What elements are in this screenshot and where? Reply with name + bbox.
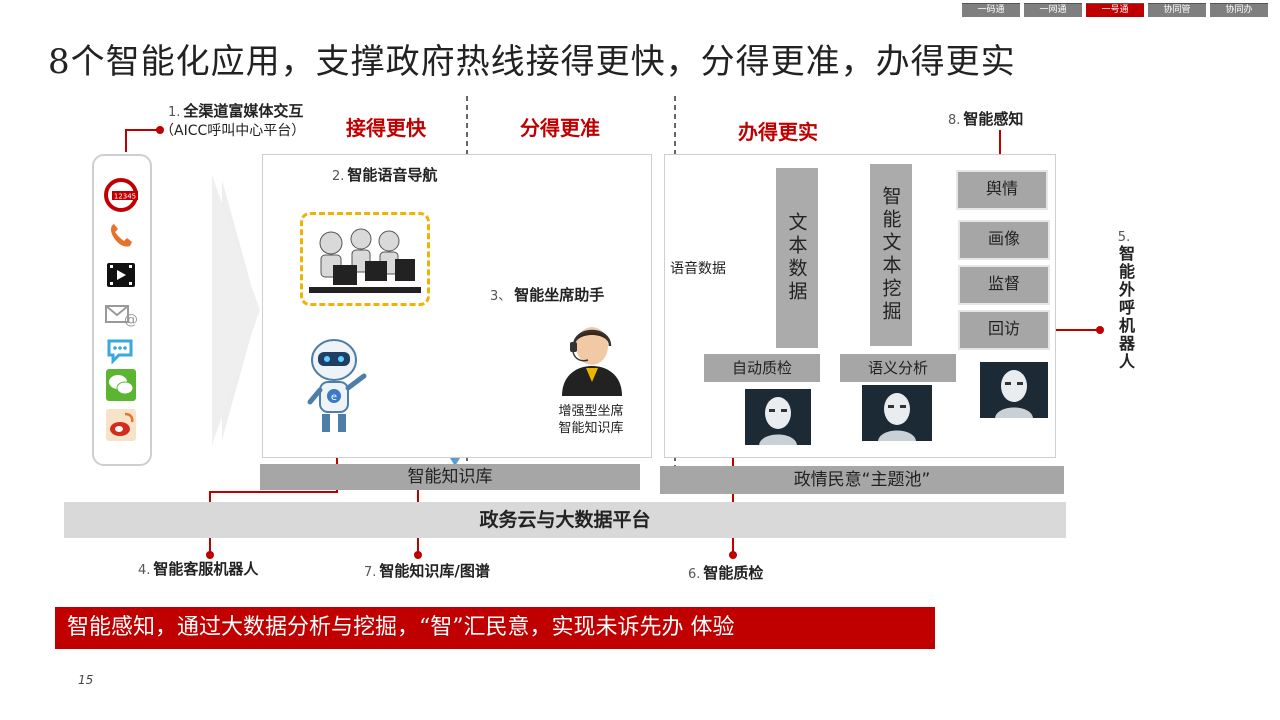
- agent-headset-image: [548, 318, 636, 398]
- label-voice-navigation: 2.智能语音导航: [332, 164, 437, 185]
- robot-agents-illustration: [303, 215, 427, 303]
- svg-text:e: e: [331, 392, 337, 403]
- label-service-robot: 4.智能客服机器人: [138, 558, 258, 579]
- label-omnichannel-sub: （AICC呼叫中心平台）: [160, 120, 305, 140]
- section-solid: 办得更实: [738, 116, 818, 145]
- topic-pool-bar: 政情民意“主题池”: [660, 466, 1064, 494]
- semantic-analysis-bar: 语义分析: [840, 354, 956, 382]
- robot-agents-image: [300, 212, 430, 306]
- text-data-box: 文本数据: [776, 168, 818, 348]
- ai-robot-image-1: [745, 389, 811, 445]
- page-number: 15: [78, 673, 93, 687]
- label-knowledge-graph: 7.智能知识库/图谱: [364, 560, 490, 581]
- service-robot-image: e: [298, 330, 378, 440]
- voice-data-label: 语音数据: [670, 258, 726, 278]
- svg-text:@: @: [124, 312, 138, 328]
- video-icon: [104, 258, 138, 292]
- ai-face-illustration-2: [862, 385, 932, 441]
- section-fast: 接得更快: [346, 112, 426, 141]
- svg-text:12345: 12345: [114, 193, 136, 201]
- auto-qc-bar: 自动质检: [704, 354, 820, 382]
- section-accurate: 分得更准: [520, 112, 600, 141]
- ai-robot-image-2: [862, 385, 932, 441]
- email-icon: @: [104, 298, 138, 332]
- knowledge-base-bar: 智能知识库: [260, 464, 640, 490]
- chat-bubble-icon: [104, 334, 138, 368]
- headset-agent-icon: [548, 318, 636, 398]
- label-smart-perception: 8.智能感知: [948, 108, 1023, 129]
- summary-banner: 智能感知，通过大数据分析与挖掘，“智”汇民意，实现未诉先办 体验: [55, 607, 935, 649]
- wechat-icon: [104, 368, 138, 402]
- output-callback: 回访: [958, 310, 1050, 350]
- cloud-platform-bar: 政务云与大数据平台: [64, 502, 1066, 538]
- agent-caption: 增强型坐席 智能知识库: [546, 403, 636, 437]
- hotline-12345-icon: 12345: [104, 178, 138, 212]
- output-supervision: 监督: [958, 265, 1050, 305]
- chevron-big-arrow: [212, 175, 260, 445]
- label-agent-assistant: 3、智能坐席助手: [490, 284, 604, 305]
- phone-icon: [104, 218, 138, 252]
- label-quality-check: 6.智能质检: [688, 562, 763, 583]
- output-profile: 画像: [958, 220, 1050, 260]
- label-omnichannel: 1.全渠道富媒体交互: [168, 100, 303, 121]
- ai-robot-image-3: [980, 362, 1048, 418]
- label-outbound-robot: 5. 智能外呼机器人: [1113, 230, 1135, 371]
- weibo-icon: [104, 408, 138, 442]
- ai-face-illustration-3: [980, 362, 1048, 418]
- channel-phone-frame: 12345 @: [92, 154, 152, 466]
- text-mining-box: 智能文本挖掘: [870, 164, 912, 346]
- output-public-opinion: 舆情: [956, 170, 1048, 210]
- ai-face-illustration-1: [745, 389, 811, 445]
- service-robot-illustration: e: [298, 330, 378, 440]
